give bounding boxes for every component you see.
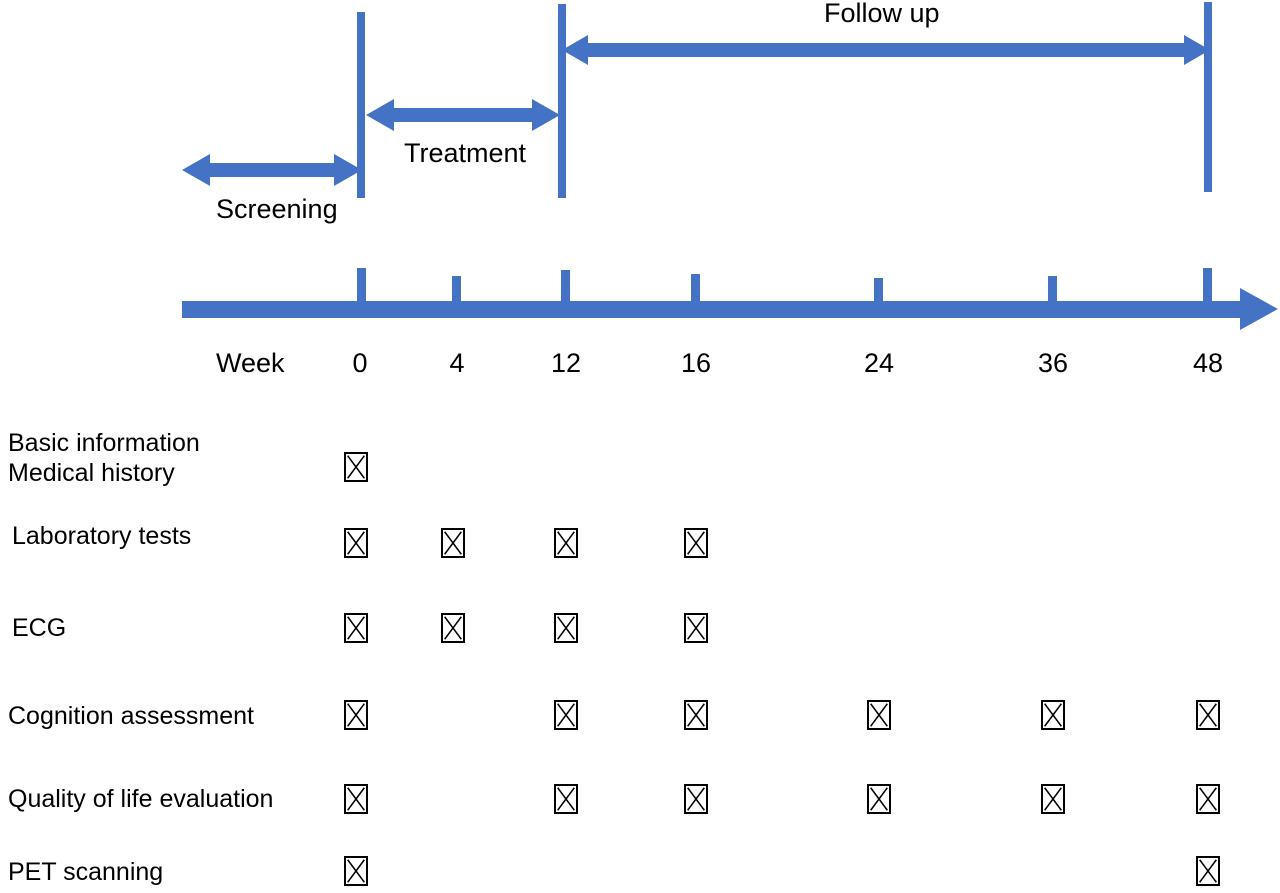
row-label-basic-information-medical-history: Basic information Medical history xyxy=(8,428,200,488)
row-label-pet-scanning: PET scanning xyxy=(8,857,163,887)
milestone-bar-week12 xyxy=(558,4,566,198)
followup-label: Follow up xyxy=(824,0,940,28)
schedule-mark-pet-scanning-week0[interactable] xyxy=(344,856,368,886)
week-tick-label-48: 48 xyxy=(1192,348,1224,378)
milestone-bar-week48 xyxy=(1204,2,1212,192)
treatment-arrow xyxy=(366,99,560,131)
schedule-mark-quality-of-life-evaluation-week24[interactable] xyxy=(867,784,891,814)
row-label-ecg: ECG xyxy=(12,613,66,643)
axis-tick-36 xyxy=(1048,276,1057,306)
week-tick-label-12: 12 xyxy=(550,348,582,378)
schedule-mark-cognition-assessment-week36[interactable] xyxy=(1041,700,1065,730)
row-label-line: Cognition assessment xyxy=(8,702,254,730)
schedule-mark-ecg-week4[interactable] xyxy=(441,613,465,643)
followup-arrow xyxy=(562,35,1210,65)
schedule-mark-basic-information-week0[interactable] xyxy=(344,452,368,482)
schedule-mark-quality-of-life-evaluation-week0[interactable] xyxy=(344,784,368,814)
schedule-mark-pet-scanning-week48[interactable] xyxy=(1196,856,1220,886)
screening-arrow xyxy=(182,154,362,186)
week-tick-label-36: 36 xyxy=(1037,348,1069,378)
schedule-mark-laboratory-tests-week0[interactable] xyxy=(344,528,368,558)
schedule-mark-cognition-assessment-week48[interactable] xyxy=(1196,700,1220,730)
week-axis xyxy=(182,268,1278,330)
row-label-line: Laboratory tests xyxy=(12,522,192,550)
row-label-line: Medical history xyxy=(8,459,175,487)
schedule-mark-ecg-week0[interactable] xyxy=(344,613,368,643)
row-label-cognition-assessment: Cognition assessment xyxy=(8,701,254,731)
row-label-line: Basic information xyxy=(8,429,200,457)
schedule-mark-cognition-assessment-week12[interactable] xyxy=(554,700,578,730)
axis-tick-4 xyxy=(452,276,461,306)
row-label-laboratory-tests: Laboratory tests xyxy=(12,521,191,551)
row-label-quality-of-life-evaluation: Quality of life evaluation xyxy=(8,784,273,814)
row-label-line: ECG xyxy=(12,614,67,642)
schedule-mark-cognition-assessment-week24[interactable] xyxy=(867,700,891,730)
schedule-mark-laboratory-tests-week4[interactable] xyxy=(441,528,465,558)
schedule-mark-ecg-week12[interactable] xyxy=(554,613,578,643)
schedule-mark-laboratory-tests-week12[interactable] xyxy=(554,528,578,558)
treatment-label: Treatment xyxy=(404,138,527,168)
schedule-mark-ecg-week16[interactable] xyxy=(684,613,708,643)
axis-tick-24 xyxy=(874,278,883,306)
milestone-bar-week0 xyxy=(357,12,365,198)
axis-tick-12 xyxy=(561,270,570,306)
week-axis-label: Week xyxy=(216,348,285,378)
schedule-mark-quality-of-life-evaluation-week36[interactable] xyxy=(1041,784,1065,814)
schedule-mark-quality-of-life-evaluation-week12[interactable] xyxy=(554,784,578,814)
schedule-mark-laboratory-tests-week16[interactable] xyxy=(684,528,708,558)
screening-label: Screening xyxy=(216,194,338,224)
row-label-line: Quality of life evaluation xyxy=(8,785,274,813)
row-label-line: PET scanning xyxy=(8,858,164,886)
schedule-mark-cognition-assessment-week16[interactable] xyxy=(684,700,708,730)
week-tick-label-0: 0 xyxy=(352,348,368,378)
axis-tick-16 xyxy=(691,274,700,306)
schedule-mark-cognition-assessment-week0[interactable] xyxy=(344,700,368,730)
phase-diagram xyxy=(182,2,1278,330)
axis-tick-0 xyxy=(357,268,366,306)
schedule-mark-quality-of-life-evaluation-week16[interactable] xyxy=(684,784,708,814)
axis-tick-48 xyxy=(1203,268,1212,306)
schedule-mark-quality-of-life-evaluation-week48[interactable] xyxy=(1196,784,1220,814)
week-tick-label-16: 16 xyxy=(680,348,712,378)
week-tick-label-4: 4 xyxy=(449,348,465,378)
week-tick-label-24: 24 xyxy=(863,348,895,378)
